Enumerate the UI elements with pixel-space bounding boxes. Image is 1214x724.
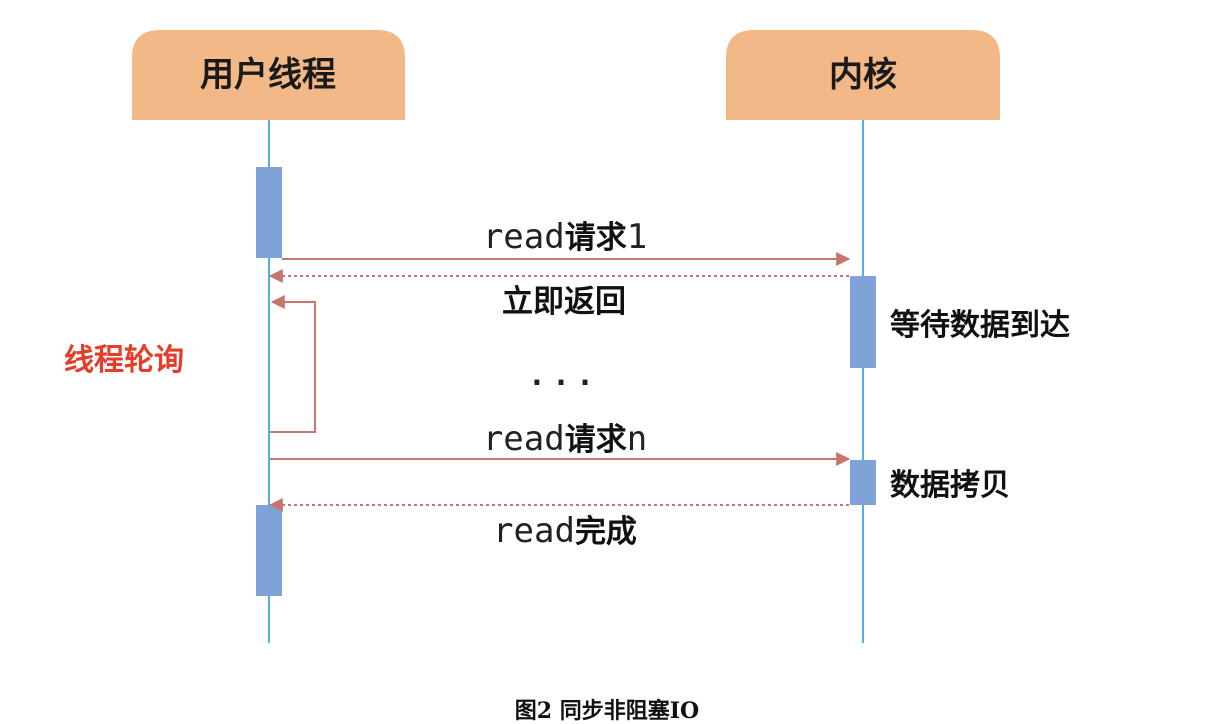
note-copy-data: 数据拷贝 [890, 468, 1010, 503]
label-return-immediately: 立即返回 [502, 284, 626, 320]
note-wait-data: 等待数据到达 [890, 308, 1070, 343]
label-thread-polling: 线程轮询 [64, 343, 184, 378]
activation-user-2 [256, 505, 282, 596]
activation-user-1 [256, 167, 282, 258]
participant-box-kernel [726, 30, 1000, 120]
activation-kernel-wait [850, 276, 876, 368]
ellipsis: ... [528, 358, 600, 393]
activation-kernel-copy [850, 460, 876, 505]
label-read-request-n: read请求n [483, 419, 647, 459]
label-read-complete: read完成 [493, 511, 637, 551]
participant-label-kernel: 内核 [829, 55, 897, 95]
label-read-request-1: read请求1 [483, 217, 647, 257]
figure-caption: 图2 同步非阻塞IO [515, 698, 699, 724]
polling-loop-arrow [270, 295, 316, 433]
participant-label-user-thread: 用户线程 [200, 55, 336, 95]
participant-box-user-thread [132, 30, 405, 120]
